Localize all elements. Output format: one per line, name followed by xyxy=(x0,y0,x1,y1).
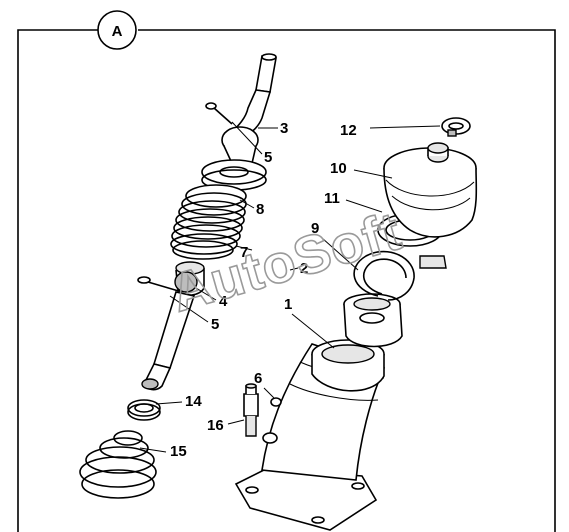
callout-6: 6 xyxy=(254,370,262,387)
callout-9: 9 xyxy=(311,220,319,237)
housing-body-1 xyxy=(234,339,386,531)
rubber-boot-10 xyxy=(383,142,478,238)
callout-11: 11 xyxy=(324,190,340,207)
badge-label: A xyxy=(112,23,123,40)
pin-6 xyxy=(270,397,282,407)
callout-1: 1 xyxy=(284,296,292,313)
callout-5-upper: 5 xyxy=(264,149,272,166)
bushing-2 xyxy=(343,293,403,348)
bolt-16 xyxy=(243,383,259,437)
spring-8 xyxy=(170,184,247,260)
leader-lines xyxy=(139,121,441,453)
figure-frame xyxy=(17,29,556,532)
clip-12 xyxy=(441,117,471,137)
shift-lever-lower xyxy=(137,261,205,391)
callout-10: 10 xyxy=(330,160,347,177)
callout-15: 15 xyxy=(170,443,187,460)
callout-8: 8 xyxy=(256,201,264,218)
seal-washer xyxy=(201,159,267,191)
figure-badge: A xyxy=(97,10,137,50)
callout-16: 16 xyxy=(207,417,224,434)
callout-7: 7 xyxy=(240,244,248,261)
callout-3: 3 xyxy=(280,120,288,137)
o-ring-14 xyxy=(127,399,161,421)
callout-5-lower: 5 xyxy=(211,316,219,333)
circlip-9 xyxy=(353,250,415,301)
callout-2: 2 xyxy=(300,260,308,277)
callout-4: 4 xyxy=(219,293,228,310)
callout-14: 14 xyxy=(185,393,202,410)
spring-15 xyxy=(79,430,157,499)
callout-labels: 3 5 8 7 4 5 2 1 9 11 10 12 6 16 14 15 xyxy=(170,120,357,460)
callout-12: 12 xyxy=(340,122,357,139)
